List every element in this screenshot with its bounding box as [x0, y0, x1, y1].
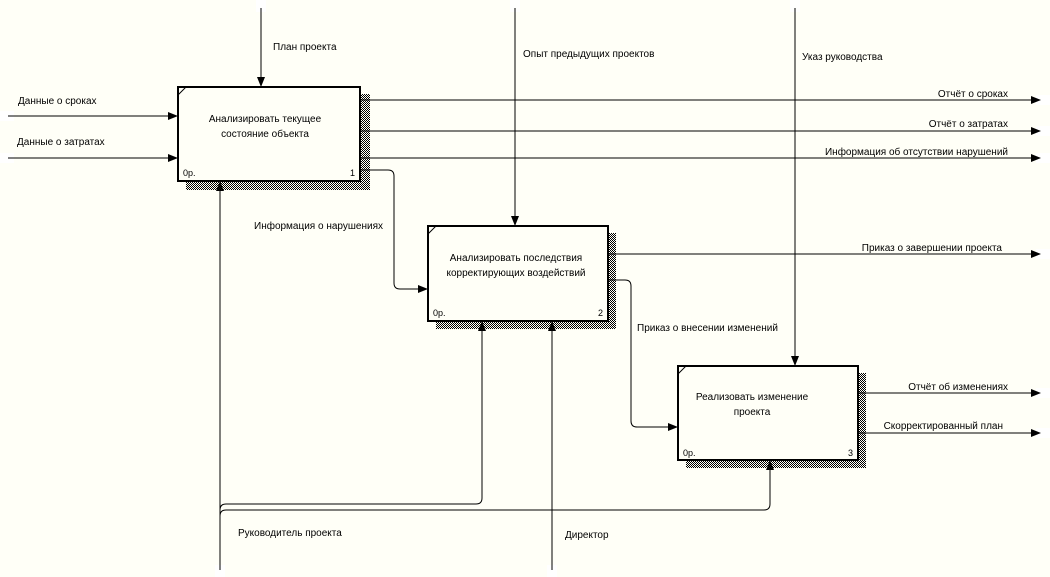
label-plan: План проекта	[273, 42, 337, 53]
label-no-violation: Информация об отсутствии нарушений	[825, 146, 1008, 158]
box-3-output-arrows[interactable]	[859, 389, 1041, 437]
box-3-number: 3	[848, 448, 853, 458]
box-2-number: 2	[598, 308, 603, 318]
box-2-node-ref: 0р.	[433, 308, 446, 318]
label-manager: Руководитель проекта	[238, 528, 342, 539]
label-change-report: Отчёт об изменениях	[908, 381, 1008, 393]
box-1-node-ref: 0р.	[183, 168, 196, 178]
label-corrected-plan: Скорректированный план	[884, 421, 1003, 432]
label-completion-order: Приказ о завершении проекта	[862, 243, 1003, 254]
box-3-title-line1: Реализовать изменение	[696, 392, 809, 403]
arrow-manager-to-box-3	[219, 460, 774, 517]
box-2-title-line1: Анализировать последствия	[450, 253, 582, 264]
label-violation-info: Информация о нарушениях	[254, 220, 383, 232]
box-1-title-line2: состояние объекта	[221, 128, 309, 140]
box-3-title-line2: проекта	[734, 407, 771, 418]
arrow-violation-info[interactable]	[361, 169, 428, 293]
box-1-output-arrows[interactable]	[361, 96, 1041, 162]
label-director: Директор	[565, 530, 609, 541]
label-deadlines: Данные о сроках	[18, 96, 97, 107]
label-experience: Опыт предыдущих проектов	[523, 49, 654, 60]
activity-box-3[interactable]: Реализовать изменение проекта 0р. 3	[677, 365, 859, 461]
box-3-node-ref: 0р.	[683, 448, 696, 458]
control-arrows[interactable]	[257, 8, 799, 366]
activity-box-2[interactable]: Анализировать последствия корректирующих…	[427, 225, 609, 322]
label-change-order: Приказ о внесении изменений	[637, 323, 778, 334]
box-2-title-line2: корректирующих воздействий	[447, 268, 586, 279]
arrow-change-order[interactable]	[609, 279, 678, 431]
box-1-number: 1	[350, 168, 355, 178]
arrow-manager-to-box-2	[219, 321, 486, 511]
label-order: Указ руководства	[802, 52, 883, 63]
label-cost-report: Отчёт о затратах	[929, 119, 1008, 130]
label-costs: Данные о затратах	[17, 137, 105, 148]
mechanism-manager-arrows[interactable]	[216, 181, 774, 570]
box-1-title-line1: Анализировать текущее	[209, 114, 322, 125]
activity-box-1[interactable]: Анализировать текущее состояние объекта …	[177, 86, 361, 182]
label-deadline-report: Отчёт о сроках	[938, 89, 1008, 100]
input-arrows[interactable]	[8, 112, 178, 162]
